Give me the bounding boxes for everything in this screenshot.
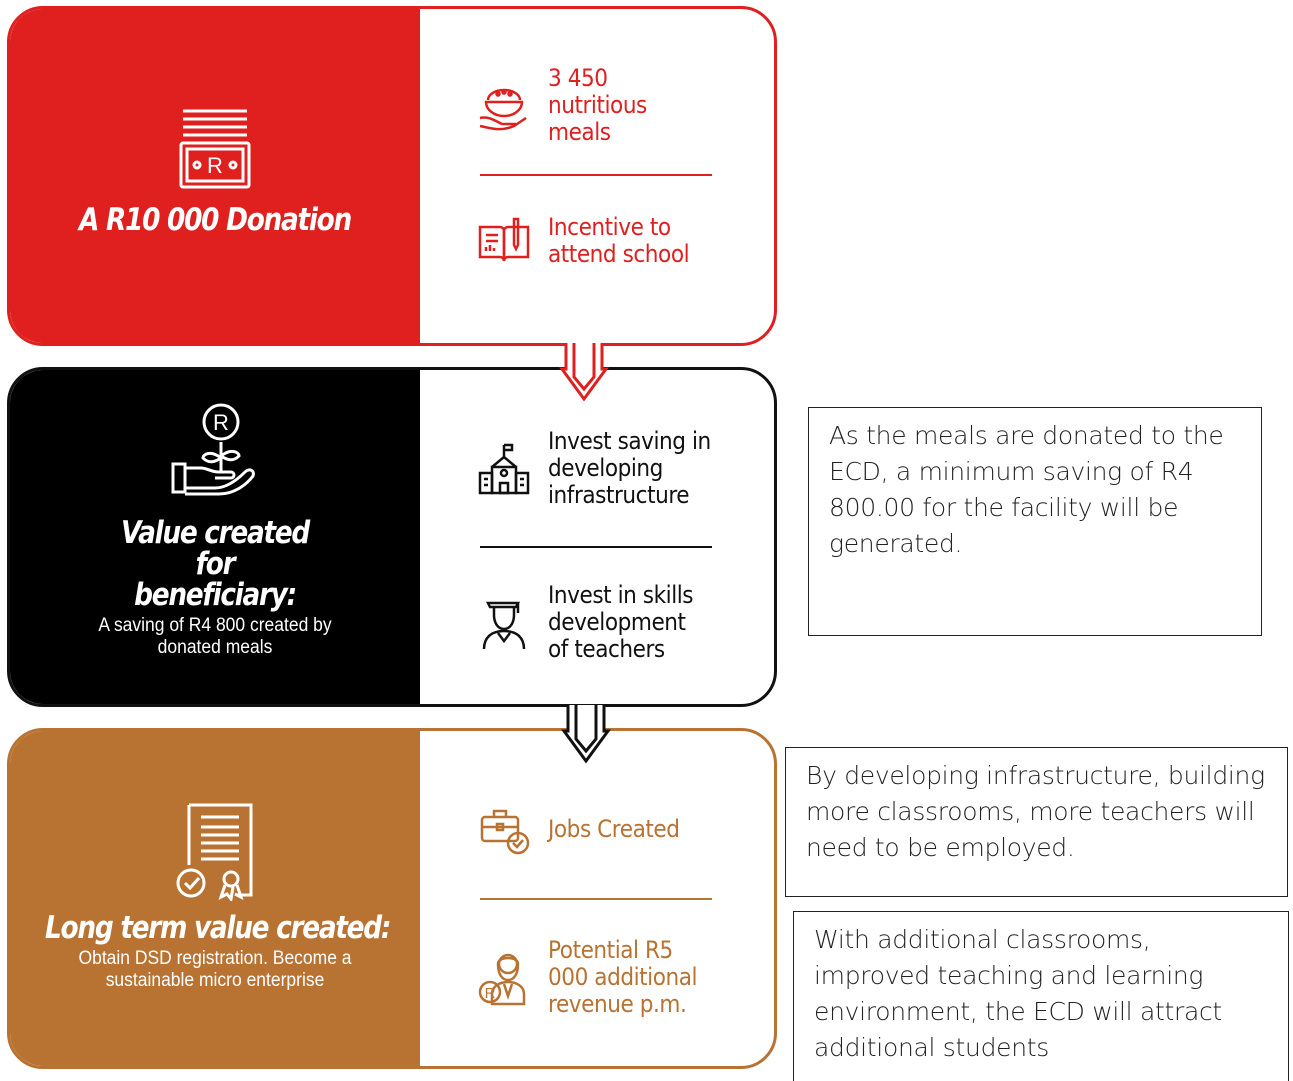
graduate-icon [482,601,526,649]
note-employment: By developing infrastructure, building m… [785,747,1288,897]
outcome-teachers-text: Invest in skills development of teachers [548,581,694,663]
outcome-jobs-text: Jobs Created [548,814,680,843]
food-bowl-hand-icon [479,88,527,130]
outcome-revenue: R Potential R5 000 additional revenue p.… [476,937,733,1018]
beneficiary-outcomes: Invest saving in developing infrastructu… [420,370,774,704]
beneficiary-block: R Value created for beneficiary: A savin… [10,370,420,704]
businessperson-rand-icon: R [478,953,526,1005]
outcome-meals-text: 3 450 nutritious meals [548,64,647,146]
outcome-infrastructure: Invest saving in developing infrastructu… [476,428,733,509]
divider [480,546,712,548]
outcome-school-text: Incentive to attend school [548,213,690,268]
long-term-outcomes: Jobs Created R Potential R5 000 addition… [420,731,774,1066]
long-term-subtitle: Obtain DSD registration. Become a sustai… [78,948,352,991]
book-pen-icon [478,217,530,262]
down-arrow-icon [561,705,611,764]
beneficiary-subtitle: A saving of R4 800 created by donated me… [98,614,332,658]
outcome-meals: 3 450 nutritious meals [476,65,728,146]
school-building-icon [478,443,530,494]
certificate-icon [176,803,253,901]
hand-plant-rand-icon: R [171,403,255,495]
beneficiary-panel: R Value created for beneficiary: A savin… [7,367,777,707]
briefcase-check-icon [480,809,530,855]
svg-text:R: R [213,410,229,435]
donation-block: R A R10 000 Donation [10,9,420,343]
donation-title: A R10 000 Donation [79,201,352,238]
svg-text:R: R [207,153,223,178]
long-term-block: Long term value created: Obtain DSD regi… [10,731,420,1066]
svg-text:R: R [485,985,496,1002]
donation-outcomes: 3 450 nutritious meals Incentive to atte… [420,9,774,343]
down-arrow-icon [559,343,609,402]
outcome-revenue-text: Potential R5 000 additional revenue p.m. [548,936,698,1018]
note-saving: As the meals are donated to the ECD, a m… [808,407,1262,636]
long-term-title: Long term value created: [45,910,391,946]
banknote-stack-icon: R [179,109,251,188]
note-students: With additional classrooms, improved tea… [793,911,1289,1081]
outcome-teachers: Invest in skills development of teachers [476,582,723,663]
outcome-jobs: Jobs Created [476,801,728,857]
long-term-panel: Long term value created: Obtain DSD regi… [7,728,777,1069]
divider [480,174,712,176]
outcome-school: Incentive to attend school [476,213,708,269]
donation-panel: R A R10 000 Donation 3 450 nutritious me… [7,6,777,346]
beneficiary-title: Value created for beneficiary: [120,514,310,613]
divider [480,898,712,900]
outcome-infrastructure-text: Invest saving in developing infrastructu… [548,427,711,509]
